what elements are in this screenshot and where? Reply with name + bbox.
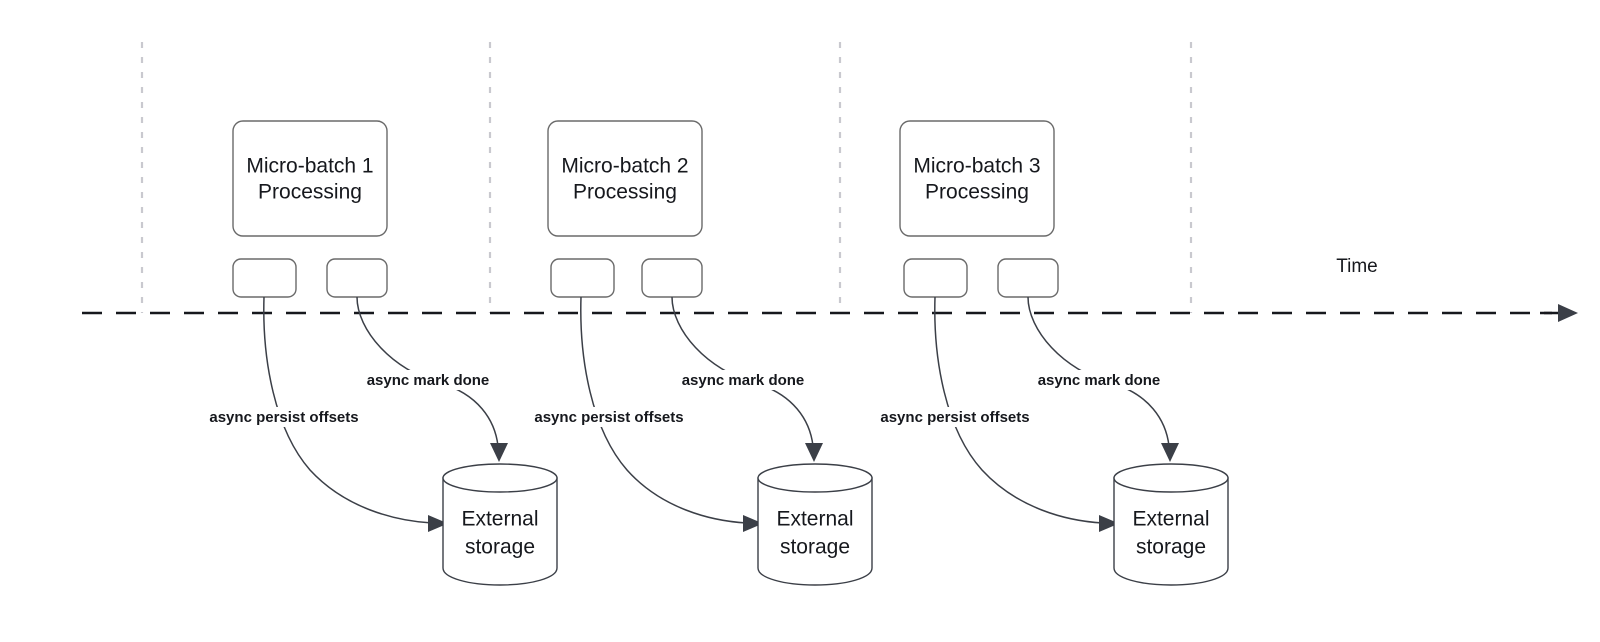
microbatch-box-1-shape[interactable] — [232, 120, 388, 237]
microbatch-box-1[interactable]: Micro-batch 1 Processing — [232, 120, 388, 237]
group-2-edge-mark-done-label-bg — [673, 370, 813, 390]
group-1-edge-persist-offsets-arrowhead-icon — [428, 515, 448, 532]
timeline-label: Time — [1336, 256, 1378, 277]
microbatch-box-3-label-line2: Processing — [925, 181, 1029, 204]
group-2-task-box-offsets[interactable] — [550, 258, 615, 298]
external-storage-3-label-line2: storage — [1136, 536, 1206, 559]
microbatch-box-3-shape[interactable] — [899, 120, 1055, 237]
group-3-edge-persist-offsets: async persist offsets — [866, 296, 1119, 532]
group-3-edge-mark-done-label: async mark done — [1038, 372, 1161, 389]
group-2-edge-mark-done-label: async mark done — [682, 372, 805, 389]
group-2: Micro-batch 2 Processing async persist o… — [520, 120, 873, 586]
external-storage-3-body[interactable] — [1113, 477, 1229, 586]
external-storage-2-body[interactable] — [757, 477, 873, 586]
microbatch-box-1-label-line2: Processing — [258, 181, 362, 204]
group-1-edge-mark-done-arrowhead-icon — [490, 443, 508, 462]
timeline-axis — [82, 304, 1578, 322]
microbatch-box-2-shape[interactable] — [547, 120, 703, 237]
group-1-edge-mark-done-label: async mark done — [367, 372, 490, 389]
external-storage-1-label-line1: External — [461, 508, 538, 531]
group-3-edge-mark-done: async mark done — [1027, 296, 1179, 462]
external-storage-2-label-line2: storage — [780, 536, 850, 559]
group-1-edge-persist-offsets: async persist offsets — [195, 296, 448, 532]
group-3-task-box-mark-done[interactable] — [997, 258, 1059, 298]
group-3-task-box-offsets[interactable] — [903, 258, 968, 298]
group-2-edge-persist-offsets: async persist offsets — [520, 296, 763, 532]
external-storage-1-label-line2: storage — [465, 536, 535, 559]
external-storage-2[interactable]: External storage — [757, 463, 873, 586]
group-2-edge-persist-offsets-arrowhead-icon — [743, 515, 763, 532]
group-1-task-box-offsets[interactable] — [232, 258, 297, 298]
group-2-edge-persist-offsets-label-bg — [520, 407, 698, 427]
microbatch-box-2-label-line2: Processing — [573, 181, 677, 204]
external-storage-2-top — [757, 463, 873, 493]
group-2-task-box-mark-done[interactable] — [641, 258, 703, 298]
group-2-edge-mark-done: async mark done — [671, 296, 823, 462]
microbatch-box-3-label-line1: Micro-batch 3 — [913, 155, 1040, 178]
external-storage-1[interactable]: External storage — [442, 463, 558, 586]
microbatch-box-2[interactable]: Micro-batch 2 Processing — [547, 120, 703, 237]
group-3-edge-persist-offsets-path — [934, 296, 1104, 524]
external-storage-3-top — [1113, 463, 1229, 493]
timeline-arrowhead-icon — [1558, 304, 1578, 322]
microbatch-box-1-label-line1: Micro-batch 1 — [246, 155, 373, 178]
group-1-edge-persist-offsets-label: async persist offsets — [209, 409, 358, 426]
group-2-edge-mark-done-arrowhead-icon — [805, 443, 823, 462]
group-1-edge-mark-done: async mark done — [356, 296, 508, 462]
group-1-edge-persist-offsets-path — [263, 296, 433, 524]
external-storage-3[interactable]: External storage — [1113, 463, 1229, 586]
group-1: Micro-batch 1 Processing async persist o… — [195, 120, 558, 586]
group-1-edge-persist-offsets-label-bg — [195, 407, 373, 427]
group-3: Micro-batch 3 Processing async persist o… — [866, 120, 1229, 586]
group-3-edge-persist-offsets-arrowhead-icon — [1099, 515, 1119, 532]
external-storage-1-top — [442, 463, 558, 493]
external-storage-2-label-line1: External — [776, 508, 853, 531]
external-storage-3-label-line1: External — [1132, 508, 1209, 531]
group-3-edge-persist-offsets-label: async persist offsets — [880, 409, 1029, 426]
group-1-task-box-mark-done[interactable] — [326, 258, 388, 298]
microbatch-box-3[interactable]: Micro-batch 3 Processing — [899, 120, 1055, 237]
microbatch-box-2-label-line1: Micro-batch 2 — [561, 155, 688, 178]
tick-lines — [140, 42, 1193, 313]
group-2-edge-persist-offsets-label: async persist offsets — [534, 409, 683, 426]
group-2-edge-persist-offsets-path — [580, 296, 748, 524]
group-3-edge-mark-done-label-bg — [1029, 370, 1169, 390]
external-storage-1-body[interactable] — [442, 477, 558, 586]
group-3-edge-persist-offsets-label-bg — [866, 407, 1044, 427]
group-3-edge-mark-done-arrowhead-icon — [1161, 443, 1179, 462]
group-1-edge-mark-done-label-bg — [358, 370, 498, 390]
